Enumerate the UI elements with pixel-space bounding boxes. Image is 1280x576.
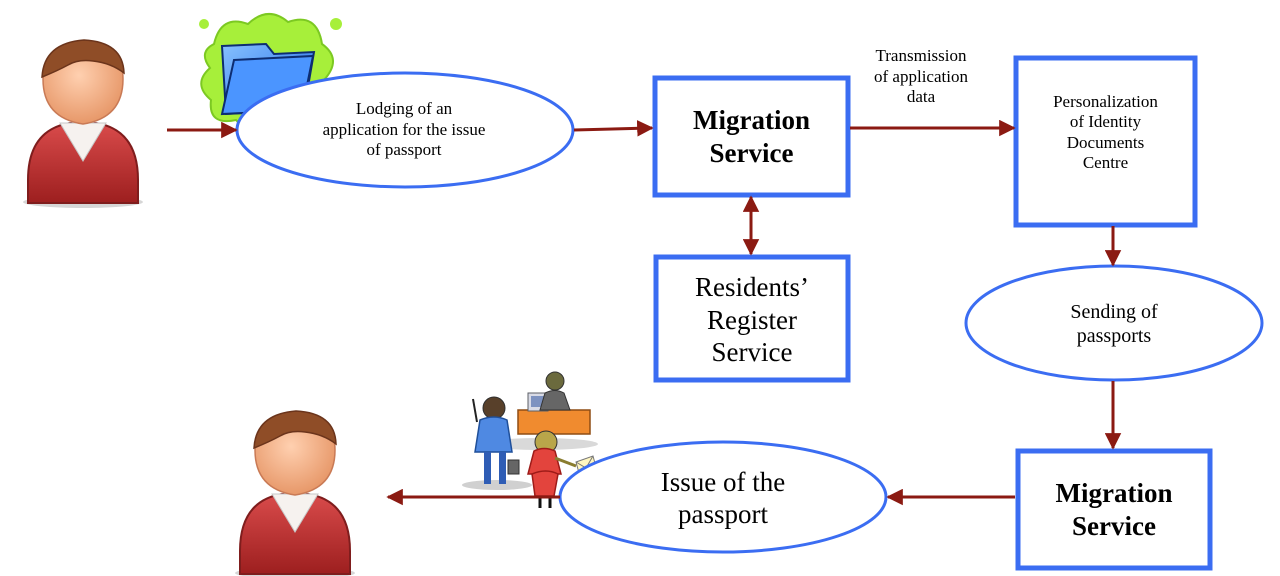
residents-register-label: Residents’ Register Service xyxy=(695,272,809,368)
migration-service-top-label: Migration Service xyxy=(693,105,810,168)
transmission-label: Transmission of application data xyxy=(874,46,968,107)
personalization-box xyxy=(1013,55,1198,228)
lodging-label: Lodging of an application for the issue … xyxy=(322,99,486,160)
personalization-label: Personalization of Identity Documents Ce… xyxy=(1053,91,1158,172)
migration-service-top-box xyxy=(652,75,851,198)
residents-register-box xyxy=(653,254,851,383)
office-workers-icon xyxy=(462,371,598,508)
migration-service-bottom-box xyxy=(1015,448,1213,571)
citizen-bottom-icon xyxy=(235,410,355,576)
issue-label: Issue of the passport xyxy=(660,466,786,529)
arrow-lodging-to-migration xyxy=(573,120,654,137)
migration-service-bottom-label: Migration Service xyxy=(1055,478,1173,541)
citizen-top-icon xyxy=(23,39,143,208)
sending-label: Sending of passports xyxy=(1070,301,1158,347)
